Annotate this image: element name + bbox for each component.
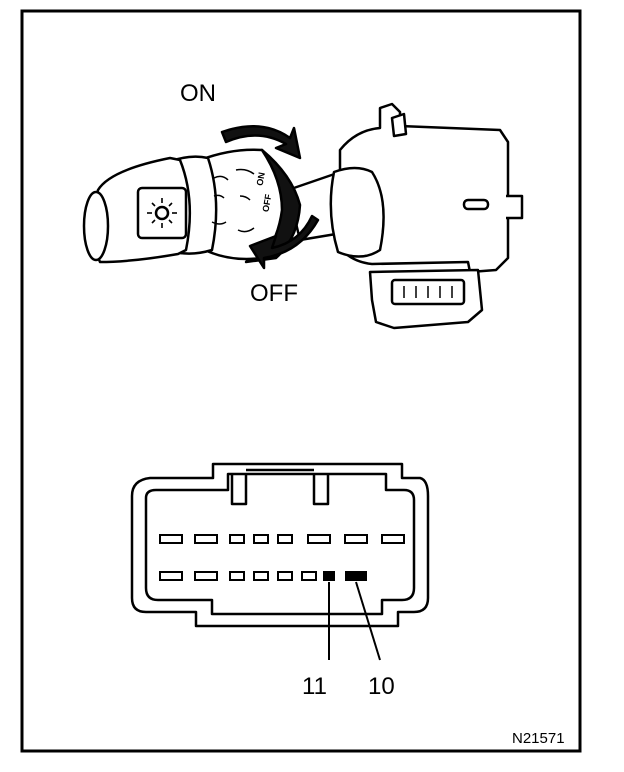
leader-line-10 bbox=[355, 581, 381, 661]
terminal-10-label: 10 bbox=[368, 673, 395, 700]
off-label: OFF bbox=[250, 280, 298, 307]
on-label: ON bbox=[180, 80, 216, 107]
terminal-cavities bbox=[159, 534, 405, 581]
figure-id: N21571 bbox=[512, 730, 565, 747]
diagram-frame bbox=[20, 9, 582, 753]
terminal-10 bbox=[345, 571, 367, 581]
connector-face bbox=[130, 462, 430, 628]
terminal-11 bbox=[323, 571, 335, 581]
headlight-switch bbox=[82, 102, 524, 330]
terminal-11-label: 11 bbox=[302, 673, 327, 700]
